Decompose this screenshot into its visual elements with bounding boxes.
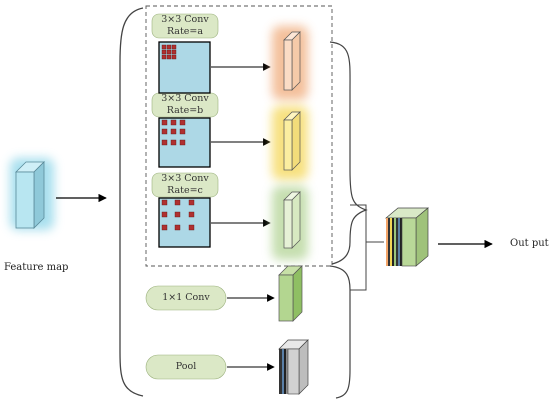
conv-pill-c-text: 3×3 Conv Rate=c xyxy=(152,173,218,197)
input-label: Feature map xyxy=(4,262,69,273)
conv-pill-1x1 xyxy=(145,285,227,311)
branch-output-1x1 xyxy=(278,265,303,322)
pool-pill xyxy=(145,354,227,380)
rate-label-b: Rate=b xyxy=(166,105,204,116)
concat-connector xyxy=(350,204,384,291)
output-label: Out put xyxy=(510,238,549,249)
dilated-kernel-grid-c xyxy=(158,197,211,248)
kernel-label-a: 3×3 Conv xyxy=(161,14,209,25)
pool-label: Pool xyxy=(175,361,197,372)
conv-pill-c xyxy=(151,172,219,198)
branch-output-a xyxy=(272,26,308,100)
branch-output-b xyxy=(272,106,308,180)
dilated-kernel-grid-b xyxy=(158,117,211,168)
rate-label-c: Rate=c xyxy=(167,185,203,196)
conv-1x1-label: 1×1 Conv xyxy=(162,292,210,303)
conv-pill-b-text: 3×3 Conv Rate=b xyxy=(152,93,218,117)
dilated-kernel-grid-a xyxy=(158,41,211,94)
conv-pill-a-text: 3×3 Conv Rate=a xyxy=(152,14,218,38)
kernel-label-c: 3×3 Conv xyxy=(161,173,209,184)
rate-label-a: Rate=a xyxy=(166,26,204,37)
conv-pill-a xyxy=(151,13,219,39)
branch-output-c xyxy=(272,186,308,260)
branch-output-pool xyxy=(278,339,309,395)
atrous-group-box xyxy=(145,5,333,267)
left-brace xyxy=(119,7,144,397)
right-brace-atrous xyxy=(329,41,368,265)
right-brace-pooling xyxy=(329,265,351,399)
concat-feature-stack xyxy=(385,207,429,267)
input-feature-map xyxy=(10,158,54,230)
kernel-label-b: 3×3 Conv xyxy=(161,93,209,104)
